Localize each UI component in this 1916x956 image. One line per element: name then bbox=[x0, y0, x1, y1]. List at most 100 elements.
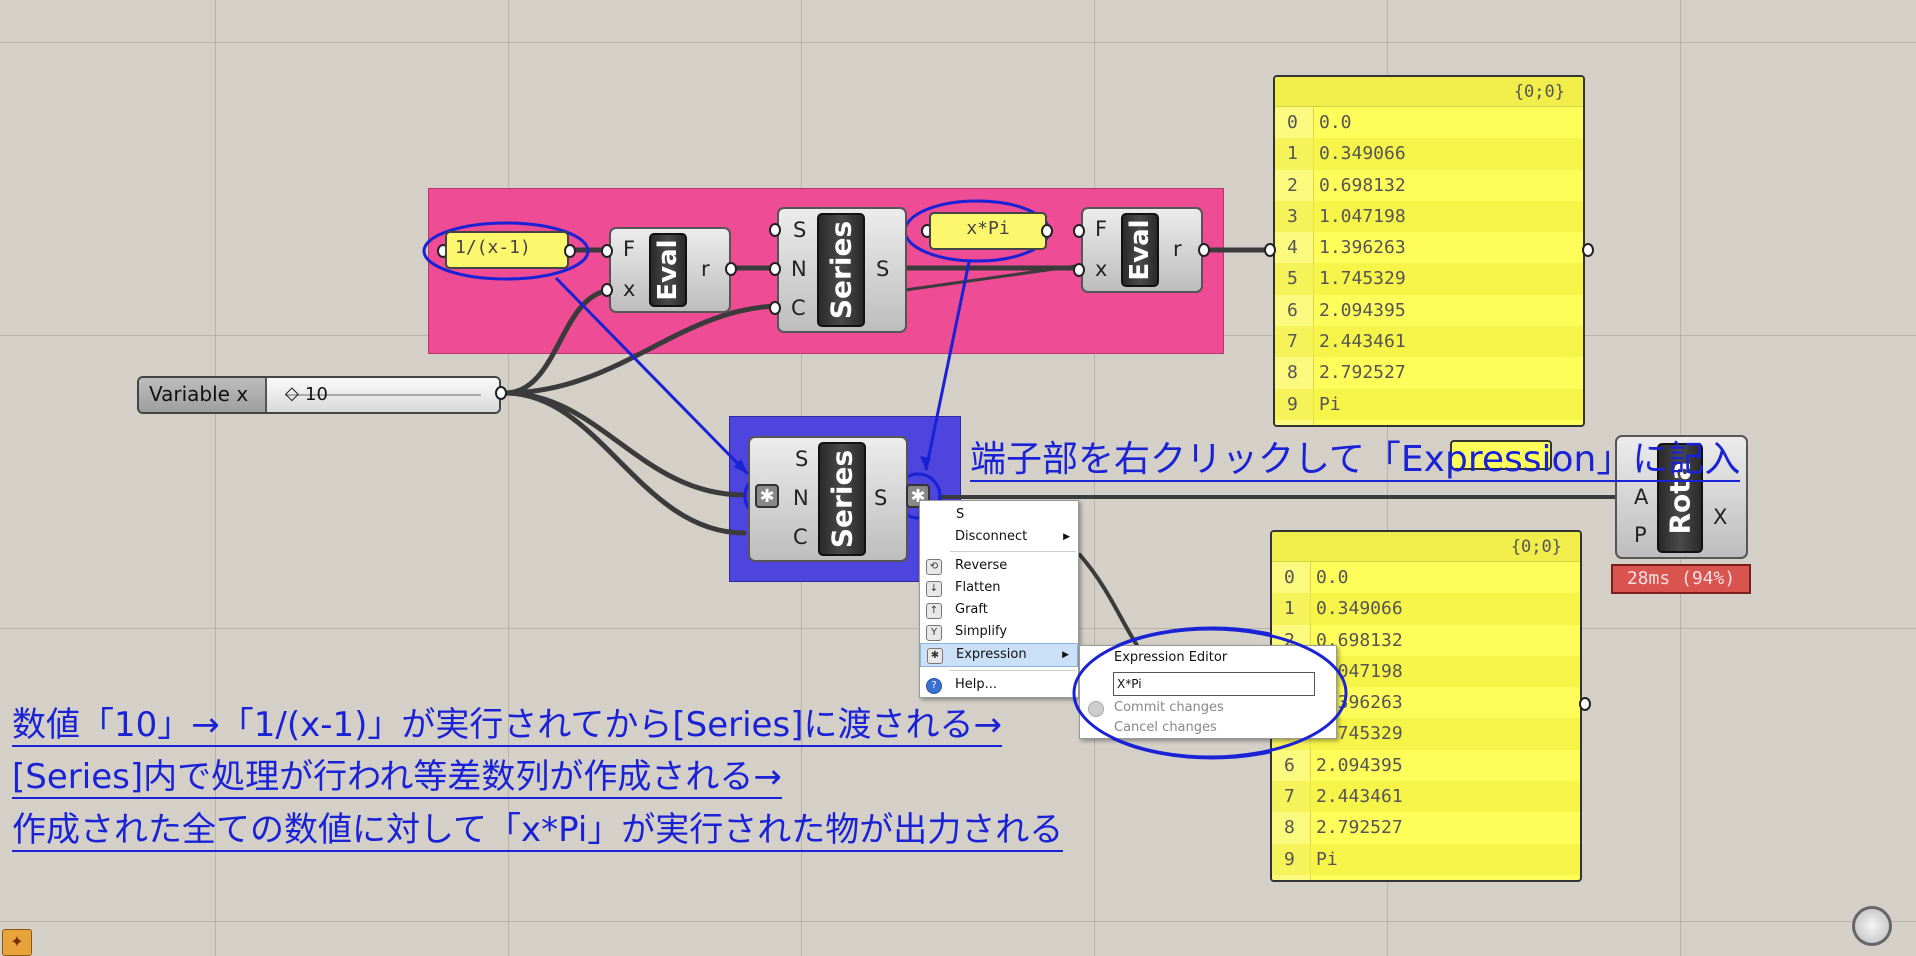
eval2-x-port[interactable]: x bbox=[1095, 257, 1108, 281]
panel-row-index: 2 bbox=[1287, 174, 1298, 196]
panel-row-value: 0.349066 bbox=[1319, 143, 1406, 165]
series-top-n-port[interactable]: N bbox=[791, 257, 807, 281]
slider-output-nub[interactable] bbox=[495, 386, 507, 400]
panel-row-value: 0.698132 bbox=[1319, 174, 1406, 196]
eval2-out-nub[interactable] bbox=[1198, 243, 1210, 257]
expression-2[interactable]: x*Pi bbox=[929, 212, 1047, 250]
series-bottom-s-port[interactable]: S bbox=[795, 447, 809, 471]
eval2-f-port[interactable]: F bbox=[1095, 217, 1108, 241]
series-top-out-port[interactable]: S bbox=[876, 257, 890, 281]
rotate-timer-badge: 28ms (94%) bbox=[1611, 564, 1751, 594]
menu-item-reverse[interactable]: ⟲Reverse bbox=[920, 555, 1078, 577]
slider-knob-icon[interactable]: ◇ bbox=[285, 383, 299, 404]
eval2-in-nub-x[interactable] bbox=[1073, 263, 1085, 277]
eval1-r-port[interactable]: r bbox=[701, 257, 710, 281]
expression-2-text: x*Pi bbox=[966, 218, 1010, 239]
expression-submenu[interactable]: Expression Editor X*Pi Commit changes Ca… bbox=[1079, 645, 1337, 739]
expression-1[interactable]: 1/(x-1) bbox=[445, 231, 569, 269]
eval1-body: Eval bbox=[649, 233, 687, 307]
annotation-line-3: 作成された全ての数値に対して「x*Pi」が実行された物が出力される bbox=[12, 810, 1064, 852]
menu-item-help[interactable]: ?Help... bbox=[920, 674, 1078, 696]
panel1-input-nub[interactable] bbox=[1264, 243, 1276, 257]
menu-item-graft[interactable]: ↑Graft bbox=[920, 599, 1078, 621]
series-bottom-out-port[interactable]: S bbox=[874, 486, 888, 510]
context-menu[interactable]: S Disconnect▶ ⟲Reverse ↓Flatten ↑Graft Y… bbox=[919, 500, 1079, 698]
menu-item-cancel[interactable]: Cancel changes bbox=[1080, 718, 1336, 738]
eval1-in-nub-x[interactable] bbox=[601, 283, 613, 297]
app-icon[interactable]: ✦ bbox=[2, 929, 32, 956]
reverse-icon: ⟲ bbox=[926, 559, 942, 575]
rotate-p-port[interactable]: P bbox=[1634, 523, 1647, 547]
rotate-a-port[interactable]: A bbox=[1634, 485, 1649, 509]
slider-value: 10 bbox=[305, 384, 328, 405]
expression-edit-field[interactable]: X*Pi bbox=[1113, 672, 1315, 696]
panel-row-value: 2.443461 bbox=[1316, 786, 1403, 808]
series-top-nub-s[interactable] bbox=[769, 223, 781, 237]
series-bottom-n-port[interactable]: N bbox=[793, 486, 809, 510]
menu-separator bbox=[950, 551, 1076, 552]
expr1-output-port[interactable] bbox=[564, 244, 576, 258]
panel1-header: {0;0} bbox=[1275, 77, 1583, 107]
menu-separator bbox=[950, 670, 1076, 671]
expr2-output-port[interactable] bbox=[1041, 224, 1053, 238]
eval1-x-port[interactable]: x bbox=[623, 277, 636, 301]
commit-label: Commit changes bbox=[1114, 700, 1224, 715]
panel-row: 9 Pi bbox=[1272, 843, 1580, 875]
slider-rail bbox=[285, 394, 481, 396]
help-label: Help... bbox=[955, 677, 998, 692]
slider-track[interactable]: ◇ 10 bbox=[267, 378, 499, 412]
series-top-c-port[interactable]: C bbox=[791, 296, 806, 320]
series-component-top[interactable]: S N C Series S bbox=[777, 207, 907, 333]
panel-row-index: 4 bbox=[1287, 237, 1298, 259]
number-slider[interactable]: Variable x ◇ 10 bbox=[137, 376, 501, 414]
panel-row-index: 8 bbox=[1287, 362, 1298, 384]
panel1-output-nub[interactable] bbox=[1582, 243, 1594, 257]
panel2-output-nub[interactable] bbox=[1579, 697, 1591, 711]
menu-item-expression[interactable]: ✱Expression▶ bbox=[920, 643, 1078, 667]
panel-row-index: 9 bbox=[1284, 848, 1295, 870]
menu-item-flatten[interactable]: ↓Flatten bbox=[920, 577, 1078, 599]
eval2-in-nub-f[interactable] bbox=[1073, 224, 1085, 238]
panel-row-value: Pi bbox=[1319, 393, 1341, 415]
panel-row-value: 1.396263 bbox=[1319, 237, 1406, 259]
expression-editor-title[interactable]: Expression Editor bbox=[1080, 648, 1336, 668]
panel-row-value: 0.349066 bbox=[1316, 598, 1403, 620]
eval1-out-nub[interactable] bbox=[725, 262, 737, 276]
simplify-icon: Y bbox=[926, 625, 942, 641]
rotate-x-port[interactable]: X bbox=[1713, 505, 1728, 529]
menu-item-disconnect[interactable]: Disconnect▶ bbox=[920, 526, 1078, 548]
series-top-nub-n[interactable] bbox=[769, 262, 781, 276]
navigation-compass-icon[interactable] bbox=[1852, 906, 1892, 946]
eval1-f-port[interactable]: F bbox=[623, 237, 636, 261]
eval-component-2[interactable]: F x Eval r bbox=[1081, 207, 1203, 293]
panel-row-value: 2.443461 bbox=[1319, 331, 1406, 353]
panel-row-value: Pi bbox=[1316, 848, 1338, 870]
slider-label: Variable x bbox=[149, 382, 249, 406]
eval1-in-nub-f[interactable] bbox=[601, 244, 613, 258]
hidden-panel-fragment bbox=[1450, 440, 1552, 470]
expression-marker-n[interactable]: ✱ bbox=[755, 484, 779, 508]
panel-row-index: 3 bbox=[1287, 205, 1298, 227]
eval2-r-port[interactable]: r bbox=[1173, 237, 1182, 261]
menu-item-commit[interactable]: Commit changes bbox=[1080, 698, 1336, 718]
rotate-component[interactable]: A P Rota X bbox=[1615, 435, 1748, 559]
graft-label: Graft bbox=[955, 602, 988, 617]
series-top-nub-c[interactable] bbox=[769, 301, 781, 315]
series-top-s-port[interactable]: S bbox=[793, 218, 807, 242]
eval-component-1[interactable]: F x Eval r bbox=[609, 227, 731, 313]
series-bottom-c-port[interactable]: C bbox=[793, 525, 808, 549]
slider-label-area: Variable x bbox=[139, 378, 267, 412]
panel-row-value: 2.792527 bbox=[1316, 817, 1403, 839]
expression-edit-value: X*Pi bbox=[1117, 677, 1142, 691]
